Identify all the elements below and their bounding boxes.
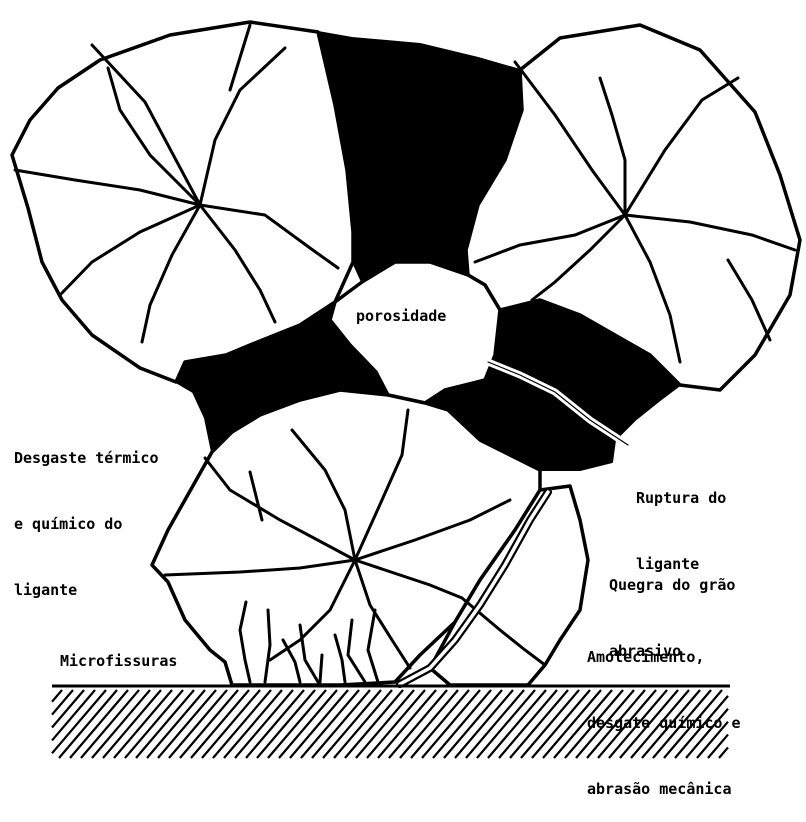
hatch-line (422, 690, 480, 758)
hatch-line (52, 690, 73, 715)
hatch-line (323, 690, 381, 758)
hatch-line (70, 690, 128, 758)
hatch-line (103, 690, 161, 758)
label-line: e químico do (14, 513, 159, 535)
hatch-line (158, 690, 216, 758)
hatch-line (213, 690, 271, 758)
label-line: Amolecimento, (587, 646, 741, 668)
label-line: abrasão mecânica (587, 778, 741, 800)
hatch-line (389, 690, 447, 758)
hatch-line (532, 690, 590, 758)
hatch-line (180, 690, 238, 758)
hatch-line (125, 690, 183, 758)
hatch-line (378, 690, 436, 758)
hatch-line (345, 690, 403, 758)
hatch-line (290, 690, 348, 758)
hatch-line (136, 690, 194, 758)
hatch-line (521, 690, 579, 758)
hatch-line (224, 690, 282, 758)
hatch-line (52, 690, 95, 740)
hatch-line (81, 690, 139, 758)
hatch-line (114, 690, 172, 758)
hatch-line (312, 690, 370, 758)
label-microcracks: Microfissuras (60, 650, 177, 672)
hatch-line (257, 690, 315, 758)
hatch-line (191, 690, 249, 758)
label-line: Desgaste térmico (14, 447, 159, 469)
hatch-line (52, 690, 106, 753)
hatch-line (510, 690, 568, 758)
hatch-line (477, 690, 535, 758)
hatch-line (246, 690, 304, 758)
label-line: Ruptura do (636, 487, 726, 509)
label-porosity: porosidade (356, 305, 446, 327)
hatch-line (356, 690, 414, 758)
label-softening-wear: Amolecimento, desgate químico e abrasão … (587, 602, 741, 822)
hatch-line (279, 690, 337, 758)
hatch-line (268, 690, 326, 758)
hatch-line (59, 690, 117, 758)
hatch-line (235, 690, 293, 758)
label-thermal-chemical-wear: Desgaste térmico e químico do ligante (14, 403, 159, 623)
label-line: ligante (14, 579, 159, 601)
hatch-line (433, 690, 491, 758)
hatch-line (444, 690, 502, 758)
hatch-line (169, 690, 227, 758)
hatch-line (488, 690, 546, 758)
hatch-line (400, 690, 458, 758)
hatch-line (499, 690, 557, 758)
hatch-line (411, 690, 469, 758)
hatch-line (92, 690, 150, 758)
hatch-line (334, 690, 392, 758)
hatch-line (147, 690, 205, 758)
label-line: desgate químico e (587, 712, 741, 734)
hatch-line (466, 690, 524, 758)
hatch-line (301, 690, 359, 758)
hatch-line (455, 690, 513, 758)
hatch-line (52, 690, 62, 702)
hatch-line (202, 690, 260, 758)
hatch-line (367, 690, 425, 758)
label-line: Quegra do grão (609, 574, 735, 596)
